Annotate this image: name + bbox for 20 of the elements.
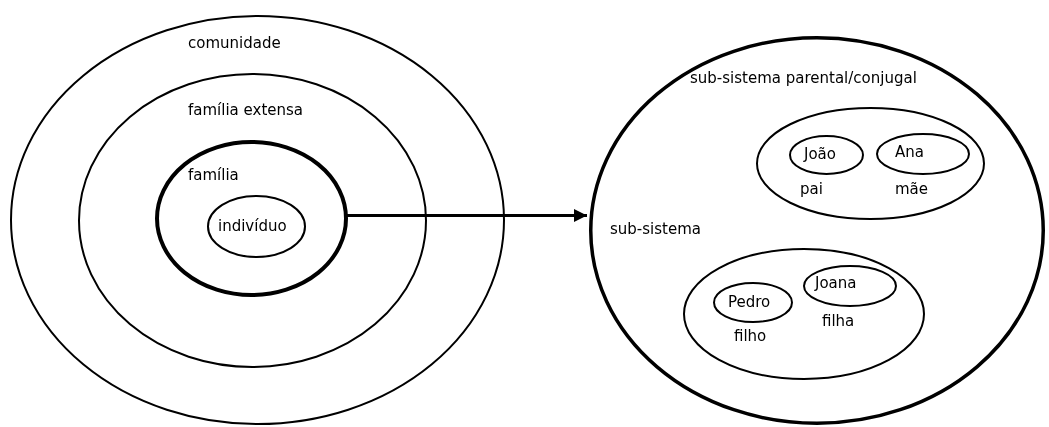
node-label: indivíduo — [218, 217, 287, 235]
role-label: filha — [822, 312, 855, 330]
oval-shape — [155, 140, 348, 297]
oval-shape — [10, 15, 505, 425]
role-label: filho — [734, 327, 767, 345]
node-label: Joana — [815, 274, 857, 292]
node-label: Pedro — [728, 293, 771, 311]
node-label: família — [188, 166, 239, 184]
node-label: sub-sistema — [610, 220, 701, 238]
oval-shape — [207, 195, 306, 258]
node-label: comunidade — [188, 34, 281, 52]
node-label: família extensa — [188, 101, 303, 119]
arrow — [346, 208, 587, 223]
role-label: pai — [800, 180, 823, 198]
node-label: Ana — [895, 143, 924, 161]
oval-shape — [589, 36, 1045, 425]
node-label: sub-sistema parental/conjugal — [690, 69, 917, 87]
node-label: João — [804, 145, 836, 163]
role-label: mãe — [895, 180, 929, 198]
oval-shape — [78, 73, 427, 368]
